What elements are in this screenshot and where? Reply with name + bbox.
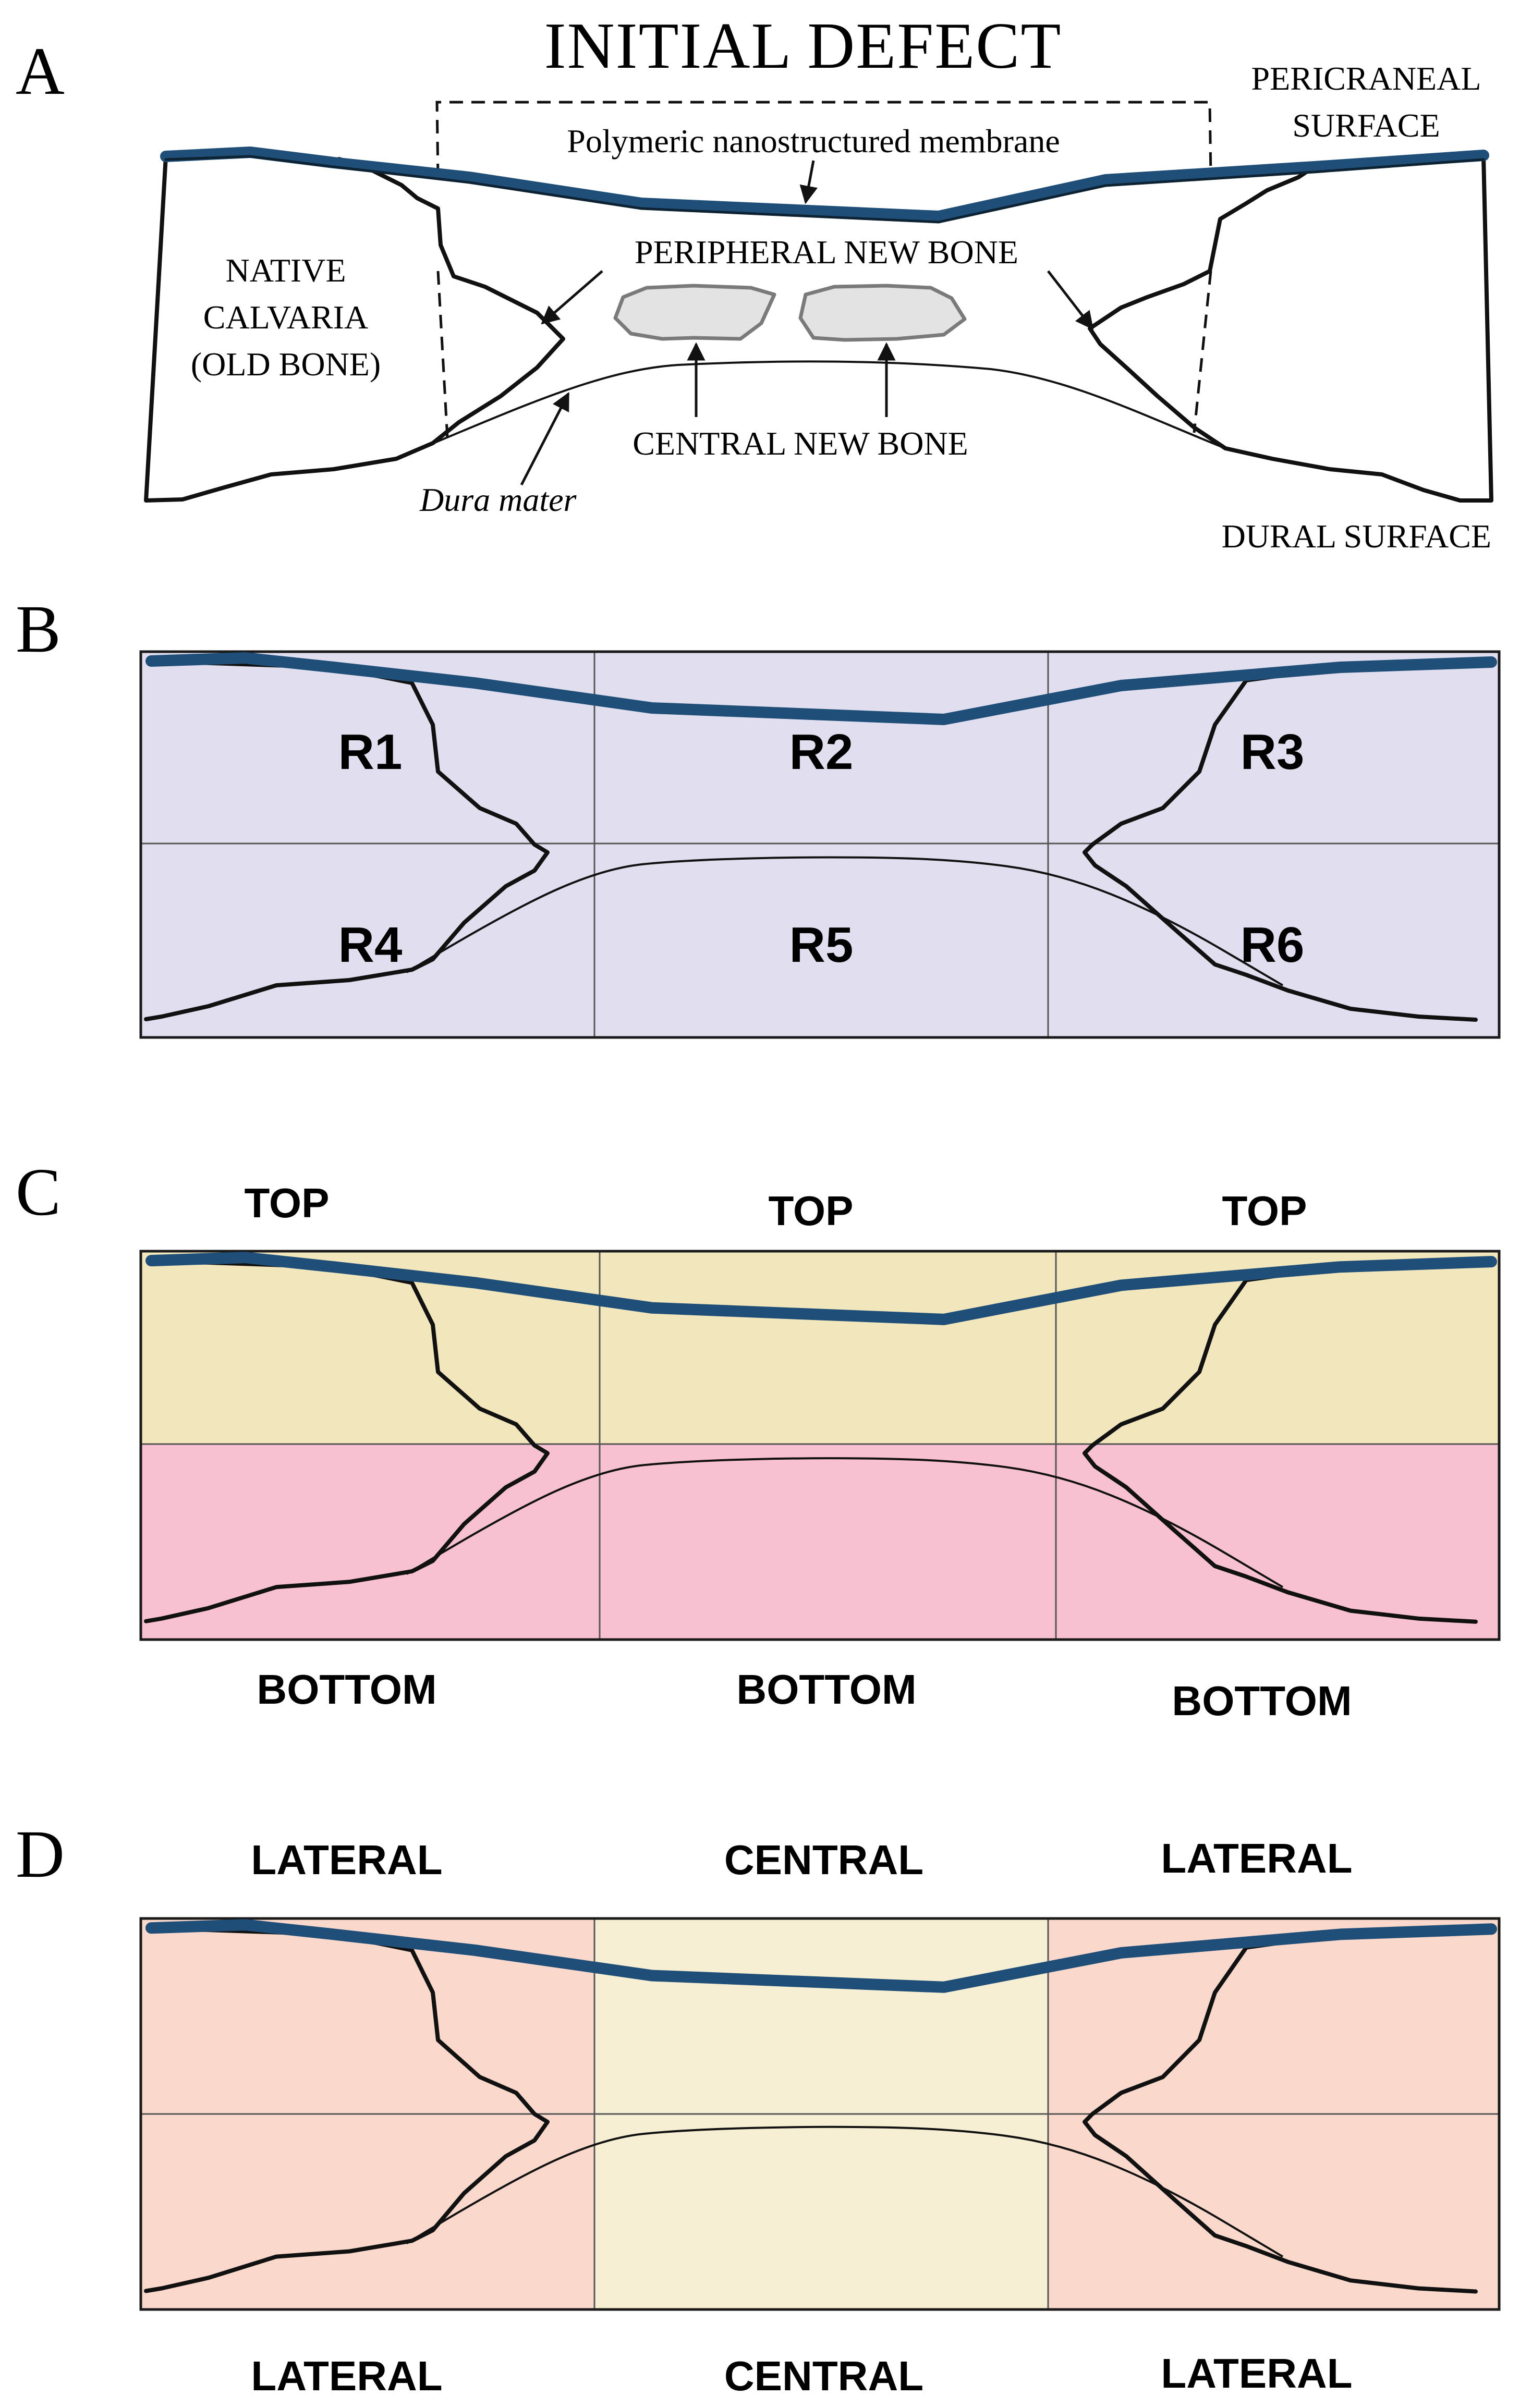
dura-line	[406, 1457, 1284, 1588]
bone-outline-left	[144, 659, 550, 1021]
pericraneal-label-line1: PERICRANEAL	[1251, 60, 1481, 97]
dural-surface-label: DURAL SURFACE	[1222, 518, 1491, 555]
cross-sections	[144, 652, 1497, 2294]
panel-c-top-label-3: TOP	[1222, 1188, 1307, 1234]
central-new-bone-label: CENTRAL NEW BONE	[633, 425, 968, 462]
central-new-bone-left	[613, 284, 776, 341]
dura-line	[406, 2125, 1284, 2258]
panel-c-bottom-band	[141, 1444, 1499, 1640]
peripheral-new-bone-label: PERIPHERAL NEW BONE	[635, 234, 1018, 271]
panel-c-top-band	[141, 1251, 1499, 1444]
dura-arrow	[520, 392, 570, 486]
panel-a-title: INITIAL DEFECT	[544, 10, 1062, 82]
pericraneal-label-line2: SURFACE	[1292, 107, 1440, 144]
panel-d-upper-label-2: CENTRAL	[724, 1837, 923, 1883]
dura-mater-label: Dura mater	[419, 481, 577, 518]
membrane-a	[160, 146, 1489, 224]
initial-defect-outline	[435, 101, 1212, 438]
panel-c-bottom-label-1: BOTTOM	[257, 1666, 436, 1713]
bone-outline-right	[1083, 1927, 1493, 2294]
panel-c-top-label-1: TOP	[244, 1180, 329, 1226]
region-label-r3: R3	[1241, 724, 1305, 780]
native-label-line2: CALVARIA	[203, 299, 369, 336]
panel-c-bottom-label-3: BOTTOM	[1172, 1678, 1352, 1724]
region-label-r1: R1	[338, 724, 403, 780]
peripheral-arrow-right	[1047, 270, 1094, 330]
membrane-arrow	[799, 160, 818, 204]
panel-b-letter: B	[16, 592, 61, 667]
panel-d-letter: D	[16, 1817, 65, 1892]
peripheral-arrow-left	[541, 270, 603, 325]
central-new-bone-right	[798, 284, 967, 342]
membrane-line	[145, 1919, 1497, 1993]
native-label-line3: (OLD BONE)	[191, 346, 381, 383]
cross-section-b	[144, 652, 1497, 1022]
panel-d-lower-label-3: LATERAL	[1161, 2350, 1352, 2397]
panel-c-frame	[139, 1250, 1501, 1641]
panel-c-bottom-label-2: BOTTOM	[736, 1666, 916, 1713]
panel-d-upper-label-3: LATERAL	[1161, 1835, 1352, 1881]
panel-c-letter: C	[16, 1155, 61, 1230]
panel-b-region-labels: R1 R2 R3 R4 R5 R6	[338, 724, 1305, 973]
bone-outline-left	[144, 1258, 550, 1623]
membrane-line	[145, 1252, 1497, 1325]
panel-d-frame	[139, 1917, 1501, 2311]
native-label-line1: NATIVE	[225, 252, 346, 289]
region-label-r6: R6	[1241, 917, 1305, 973]
panel-b-frame	[139, 650, 1501, 1039]
region-label-r2: R2	[789, 724, 854, 780]
panel-c: C TOP TOP TOP BOTTOM BOTTOM BOTTOM	[16, 1155, 1501, 1724]
cross-section-c	[144, 1252, 1497, 1624]
panel-d: D LATERAL CENTRAL LATERAL LATERAL CENTRA…	[16, 1817, 1501, 2399]
bone-outline-right	[1083, 1260, 1493, 1624]
dura-line	[406, 856, 1284, 986]
bone-outline-left	[144, 1926, 550, 2293]
panel-c-top-label-2: TOP	[768, 1188, 853, 1234]
region-label-r4: R4	[338, 917, 403, 973]
panel-a: A INITIAL DEFECT Polymeric nanostructure…	[16, 10, 1493, 555]
panel-d-upper-label-1: LATERAL	[251, 1837, 442, 1883]
membrane-label: Polymeric nanostructured membrane	[567, 123, 1060, 160]
panel-a-letter: A	[16, 34, 65, 109]
panel-d-lower-label-2: CENTRAL	[724, 2353, 923, 2399]
panel-d-lower-label-1: LATERAL	[251, 2353, 442, 2399]
cross-section-d	[144, 1919, 1497, 2294]
bone-outline-right	[1083, 660, 1493, 1022]
region-label-r5: R5	[789, 917, 854, 973]
membrane-line	[145, 652, 1497, 725]
